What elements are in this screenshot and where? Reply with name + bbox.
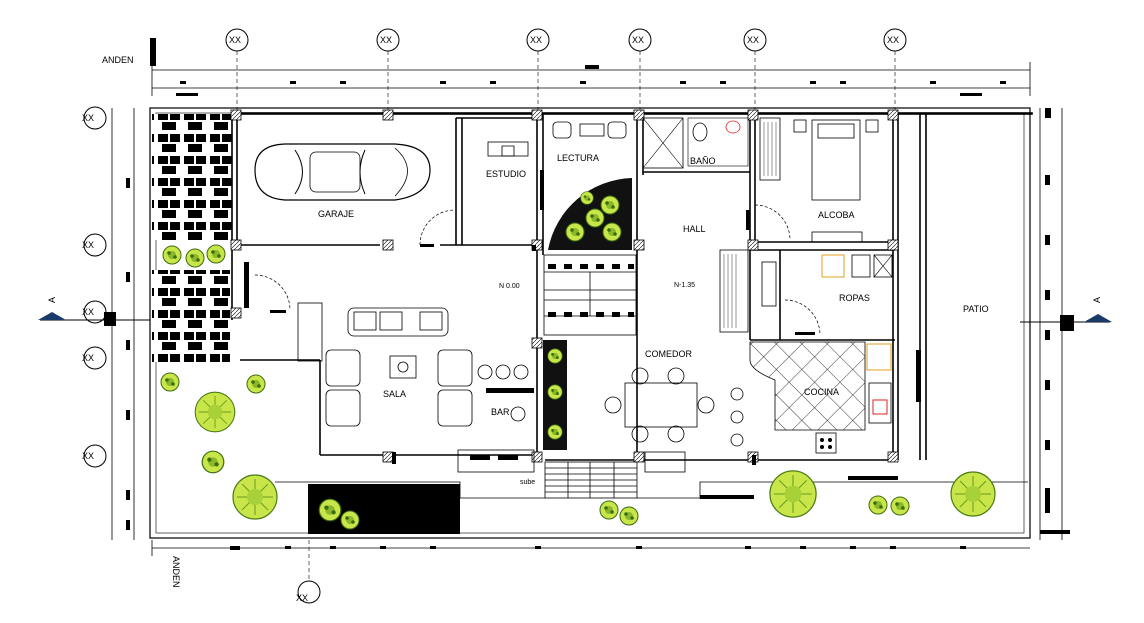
axis-label: XX (747, 35, 759, 45)
sube-label: sube (520, 479, 535, 486)
entry-stairs (544, 461, 638, 499)
room-label-cocina: COCINA (804, 387, 839, 397)
section-label: A (47, 297, 57, 303)
section-marker-right-icon: A (1020, 297, 1112, 323)
axis-label: XX (229, 35, 241, 45)
axis-label: XX (296, 593, 308, 603)
axis-label: XX (82, 307, 94, 317)
room-label-patio: PATIO (963, 304, 989, 314)
left-axis-markers: XX XX XX XX XX (82, 106, 107, 468)
room-label-estudio: ESTUDIO (486, 169, 526, 179)
room-label-bano: BAÑO (690, 156, 716, 166)
top-axis-markers: XX XX XX XX XX XX (225, 28, 907, 52)
room-label-bar: BAR (491, 407, 510, 417)
axis-label: XX (82, 240, 94, 250)
room-label-ropas: ROPAS (839, 293, 870, 303)
axis-label: XX (82, 451, 94, 461)
section-marker-left-icon: A (38, 297, 150, 321)
axis-label: XX (82, 113, 94, 123)
level-label-n000: N 0.00 (499, 283, 520, 290)
section-label: A (1092, 297, 1102, 303)
sala-furniture (297, 302, 473, 427)
room-label-hall: HALL (683, 224, 706, 234)
dining-table (604, 367, 744, 447)
room-label-lectura: LECTURA (557, 153, 599, 163)
room-label-garaje: GARAJE (318, 209, 354, 219)
axis-label: XX (530, 35, 542, 45)
kitchen-floor (749, 341, 866, 431)
axis-label: XX (887, 35, 899, 45)
room-label-alcoba: ALCOBA (818, 210, 855, 220)
room-label-comedor: COMEDOR (645, 349, 693, 359)
anden-bottom-label: ANDEN (171, 556, 181, 588)
bottom-axis-marker: XX (296, 580, 321, 604)
axis-label: XX (380, 35, 392, 45)
lectura-furniture (552, 121, 627, 139)
axis-label: XX (82, 353, 94, 363)
bar-stools (477, 364, 529, 422)
axis-label: XX (632, 35, 644, 45)
entry-pavement (152, 270, 230, 362)
alcoba-furniture (759, 117, 879, 243)
garage-pavement (152, 114, 232, 240)
car-icon (254, 143, 431, 201)
level-label-n135: N-1.35 (674, 282, 695, 289)
stairs-icon (543, 254, 637, 336)
site-boundary (149, 107, 1031, 539)
columns (230, 109, 899, 463)
door-swings (254, 204, 821, 336)
room-label-sala: SALA (383, 389, 406, 399)
anden-top-label: ANDEN (102, 55, 134, 65)
